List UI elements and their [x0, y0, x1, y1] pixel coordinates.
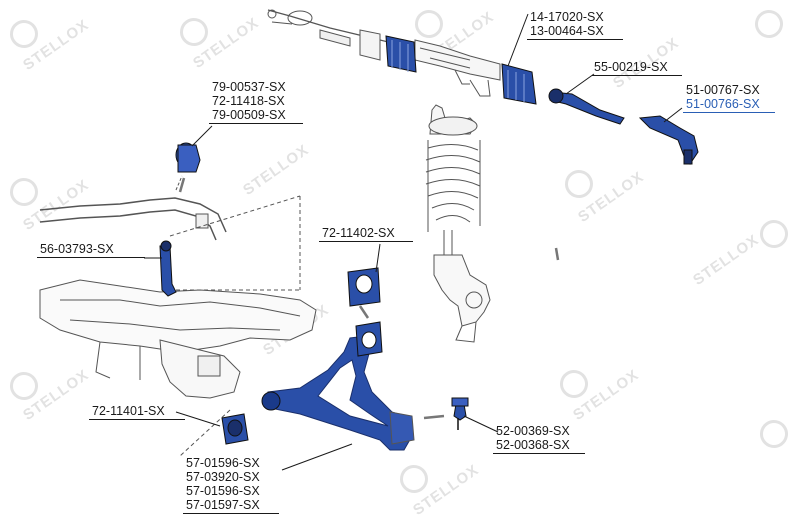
label-underline [527, 39, 623, 40]
part-number-label[interactable]: 57-01597-SX [186, 498, 260, 512]
label-underline [493, 453, 585, 454]
part-number-label[interactable]: 57-03920-SX [186, 470, 260, 484]
label-underline [592, 75, 682, 76]
control-arm [261, 335, 415, 451]
label-underline [319, 241, 413, 242]
bushings [159, 35, 699, 445]
part-number-label[interactable]: 13-00464-SX [530, 24, 604, 38]
part-number-label[interactable]: 57-01596-SX [186, 484, 260, 498]
part-number-label-selected[interactable]: 51-00766-SX [686, 97, 760, 111]
label-underline [183, 513, 279, 514]
label-underline [89, 419, 185, 420]
part-number-label[interactable]: 72-11401-SX [92, 404, 165, 418]
label-underline [209, 123, 303, 124]
part-number-label[interactable]: 79-00509-SX [212, 108, 286, 122]
part-number-label[interactable]: 51-00767-SX [686, 83, 760, 97]
part-number-label[interactable]: 56-03793-SX [40, 242, 114, 256]
part-number-label[interactable]: 14-17020-SX [530, 10, 604, 24]
part-number-label[interactable]: 79-00537-SX [212, 80, 286, 94]
subframe [39, 279, 317, 399]
part-number-label[interactable]: 52-00369-SX [496, 424, 570, 438]
part-number-label[interactable]: 55-00219-SX [594, 60, 668, 74]
guide-lines [169, 195, 301, 457]
part-number-label[interactable]: 52-00368-SX [496, 438, 570, 452]
stabilizer-bar [39, 175, 227, 241]
part-number-label[interactable]: 72-11418-SX [212, 94, 285, 108]
label-underline [37, 257, 145, 258]
callout-arrows [178, 177, 560, 420]
label-underline [683, 112, 775, 113]
part-number-label[interactable]: 72-11402-SX [322, 226, 395, 240]
strut-assembly [425, 104, 491, 343]
part-number-label[interactable]: 57-01596-SX [186, 456, 260, 470]
leader-lines [144, 13, 683, 471]
steering-rack [267, 9, 501, 97]
